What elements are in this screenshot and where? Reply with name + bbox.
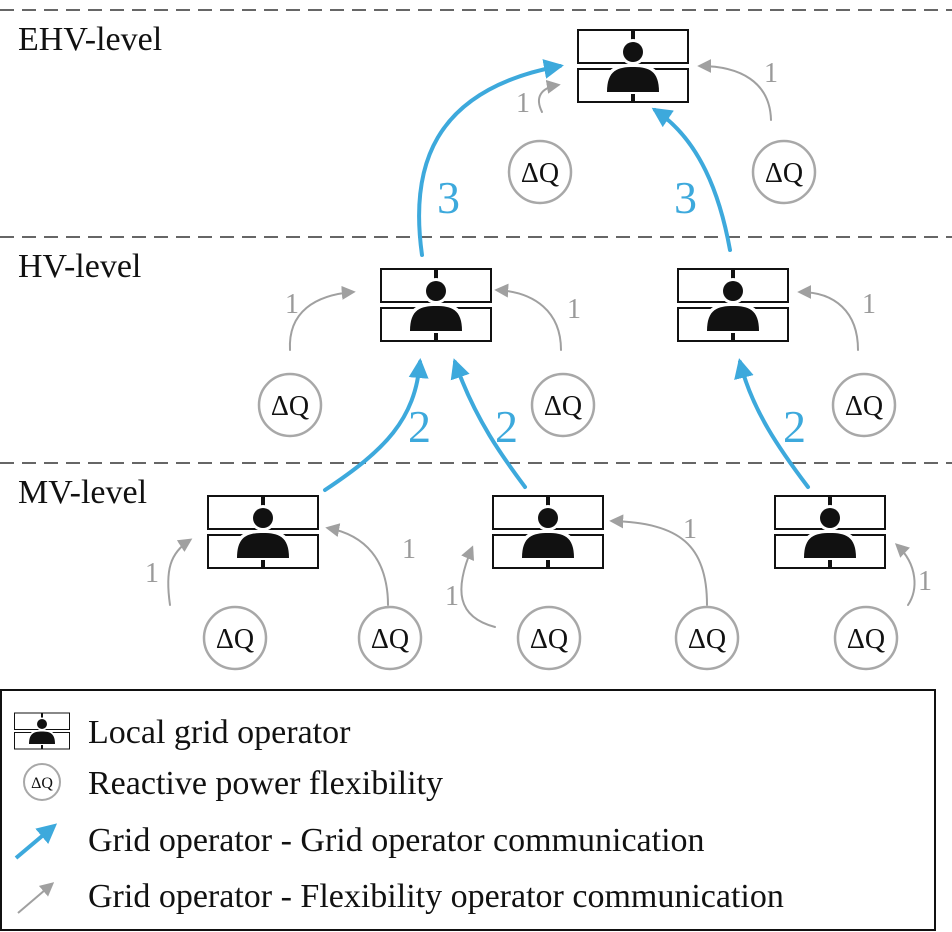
svg-text:ΔQ: ΔQ bbox=[271, 391, 309, 422]
hv-operator-icon-2 bbox=[677, 268, 789, 342]
flexibility-node: ΔQ bbox=[257, 372, 323, 438]
svg-text:ΔQ: ΔQ bbox=[845, 391, 883, 422]
flexibility-node: ΔQ bbox=[507, 139, 573, 205]
ehv-operator-icon bbox=[577, 29, 689, 103]
mv-operator-icon-2 bbox=[492, 495, 604, 569]
legend-operator-label: Local grid operator bbox=[88, 714, 351, 751]
mv-operator-icon-3 bbox=[774, 495, 886, 569]
gray-arrows bbox=[167, 59, 916, 628]
flexibility-node: ΔQ bbox=[516, 605, 582, 671]
step-label-3-right: 3 bbox=[674, 172, 697, 223]
step-label-2-c: 2 bbox=[783, 401, 806, 452]
step-label-1: 1 bbox=[516, 88, 530, 119]
flexibility-node: ΔQ bbox=[202, 605, 268, 671]
flexibility-node: ΔQ bbox=[530, 372, 596, 438]
legend-flexibility-label: Reactive power flexibility bbox=[88, 765, 443, 802]
legend-op-flex-label: Grid operator - Flexibility operator com… bbox=[88, 878, 784, 915]
svg-text:ΔQ: ΔQ bbox=[847, 624, 885, 655]
legend-op-op-label: Grid operator - Grid operator communicat… bbox=[88, 822, 705, 859]
flexibility-node: ΔQ bbox=[357, 605, 423, 671]
step-label-2-a: 2 bbox=[408, 401, 431, 452]
mv-operator-icon-1 bbox=[207, 495, 319, 569]
blue-arrows bbox=[323, 59, 810, 492]
svg-text:ΔQ: ΔQ bbox=[530, 624, 568, 655]
mv-level-label: MV-level bbox=[18, 474, 147, 511]
flexibility-node: ΔQ bbox=[833, 605, 899, 671]
svg-text:ΔQ: ΔQ bbox=[371, 624, 409, 655]
step-label-1: 1 bbox=[862, 289, 876, 320]
arrow-mv1-to-hv1 bbox=[323, 358, 429, 492]
step-label-1: 1 bbox=[145, 558, 159, 589]
step-label-1: 1 bbox=[764, 58, 778, 89]
arrow-mv2-to-hv1 bbox=[450, 358, 527, 489]
step-label-1: 1 bbox=[567, 294, 581, 325]
flexibility-node: ΔQ bbox=[751, 139, 817, 205]
step-label-1: 1 bbox=[445, 581, 459, 612]
legend-gray-arrow-icon bbox=[17, 882, 55, 914]
legend-flexibility-symbol: ΔQ bbox=[31, 775, 53, 792]
svg-text:ΔQ: ΔQ bbox=[216, 624, 254, 655]
step-label-1: 1 bbox=[285, 289, 299, 320]
svg-text:ΔQ: ΔQ bbox=[688, 624, 726, 655]
hv-operator-icon-1 bbox=[380, 268, 492, 342]
svg-text:ΔQ: ΔQ bbox=[765, 158, 803, 189]
ehv-level-label: EHV-level bbox=[18, 21, 162, 58]
svg-text:ΔQ: ΔQ bbox=[544, 391, 582, 422]
arrow-hv2-to-ehv bbox=[651, 107, 732, 252]
flexibility-node: ΔQ bbox=[831, 372, 897, 438]
hv-level-label: HV-level bbox=[18, 248, 141, 285]
arrow-hv1-to-ehv bbox=[417, 59, 564, 257]
legend-blue-arrow-icon bbox=[14, 823, 58, 860]
svg-text:ΔQ: ΔQ bbox=[521, 158, 559, 189]
step-label-2-b: 2 bbox=[495, 401, 518, 452]
step-label-1: 1 bbox=[683, 514, 697, 545]
legend: Local grid operator ΔQ Reactive power fl… bbox=[0, 689, 936, 931]
legend-box bbox=[0, 689, 936, 931]
flexibility-node: ΔQ bbox=[674, 605, 740, 671]
step-label-1: 1 bbox=[402, 534, 416, 565]
step-label-1: 1 bbox=[918, 566, 932, 597]
arrow-mv3-to-hv2 bbox=[734, 358, 810, 489]
legend-flexibility-icon: ΔQ bbox=[23, 763, 61, 801]
step-label-3-left: 3 bbox=[437, 172, 460, 223]
